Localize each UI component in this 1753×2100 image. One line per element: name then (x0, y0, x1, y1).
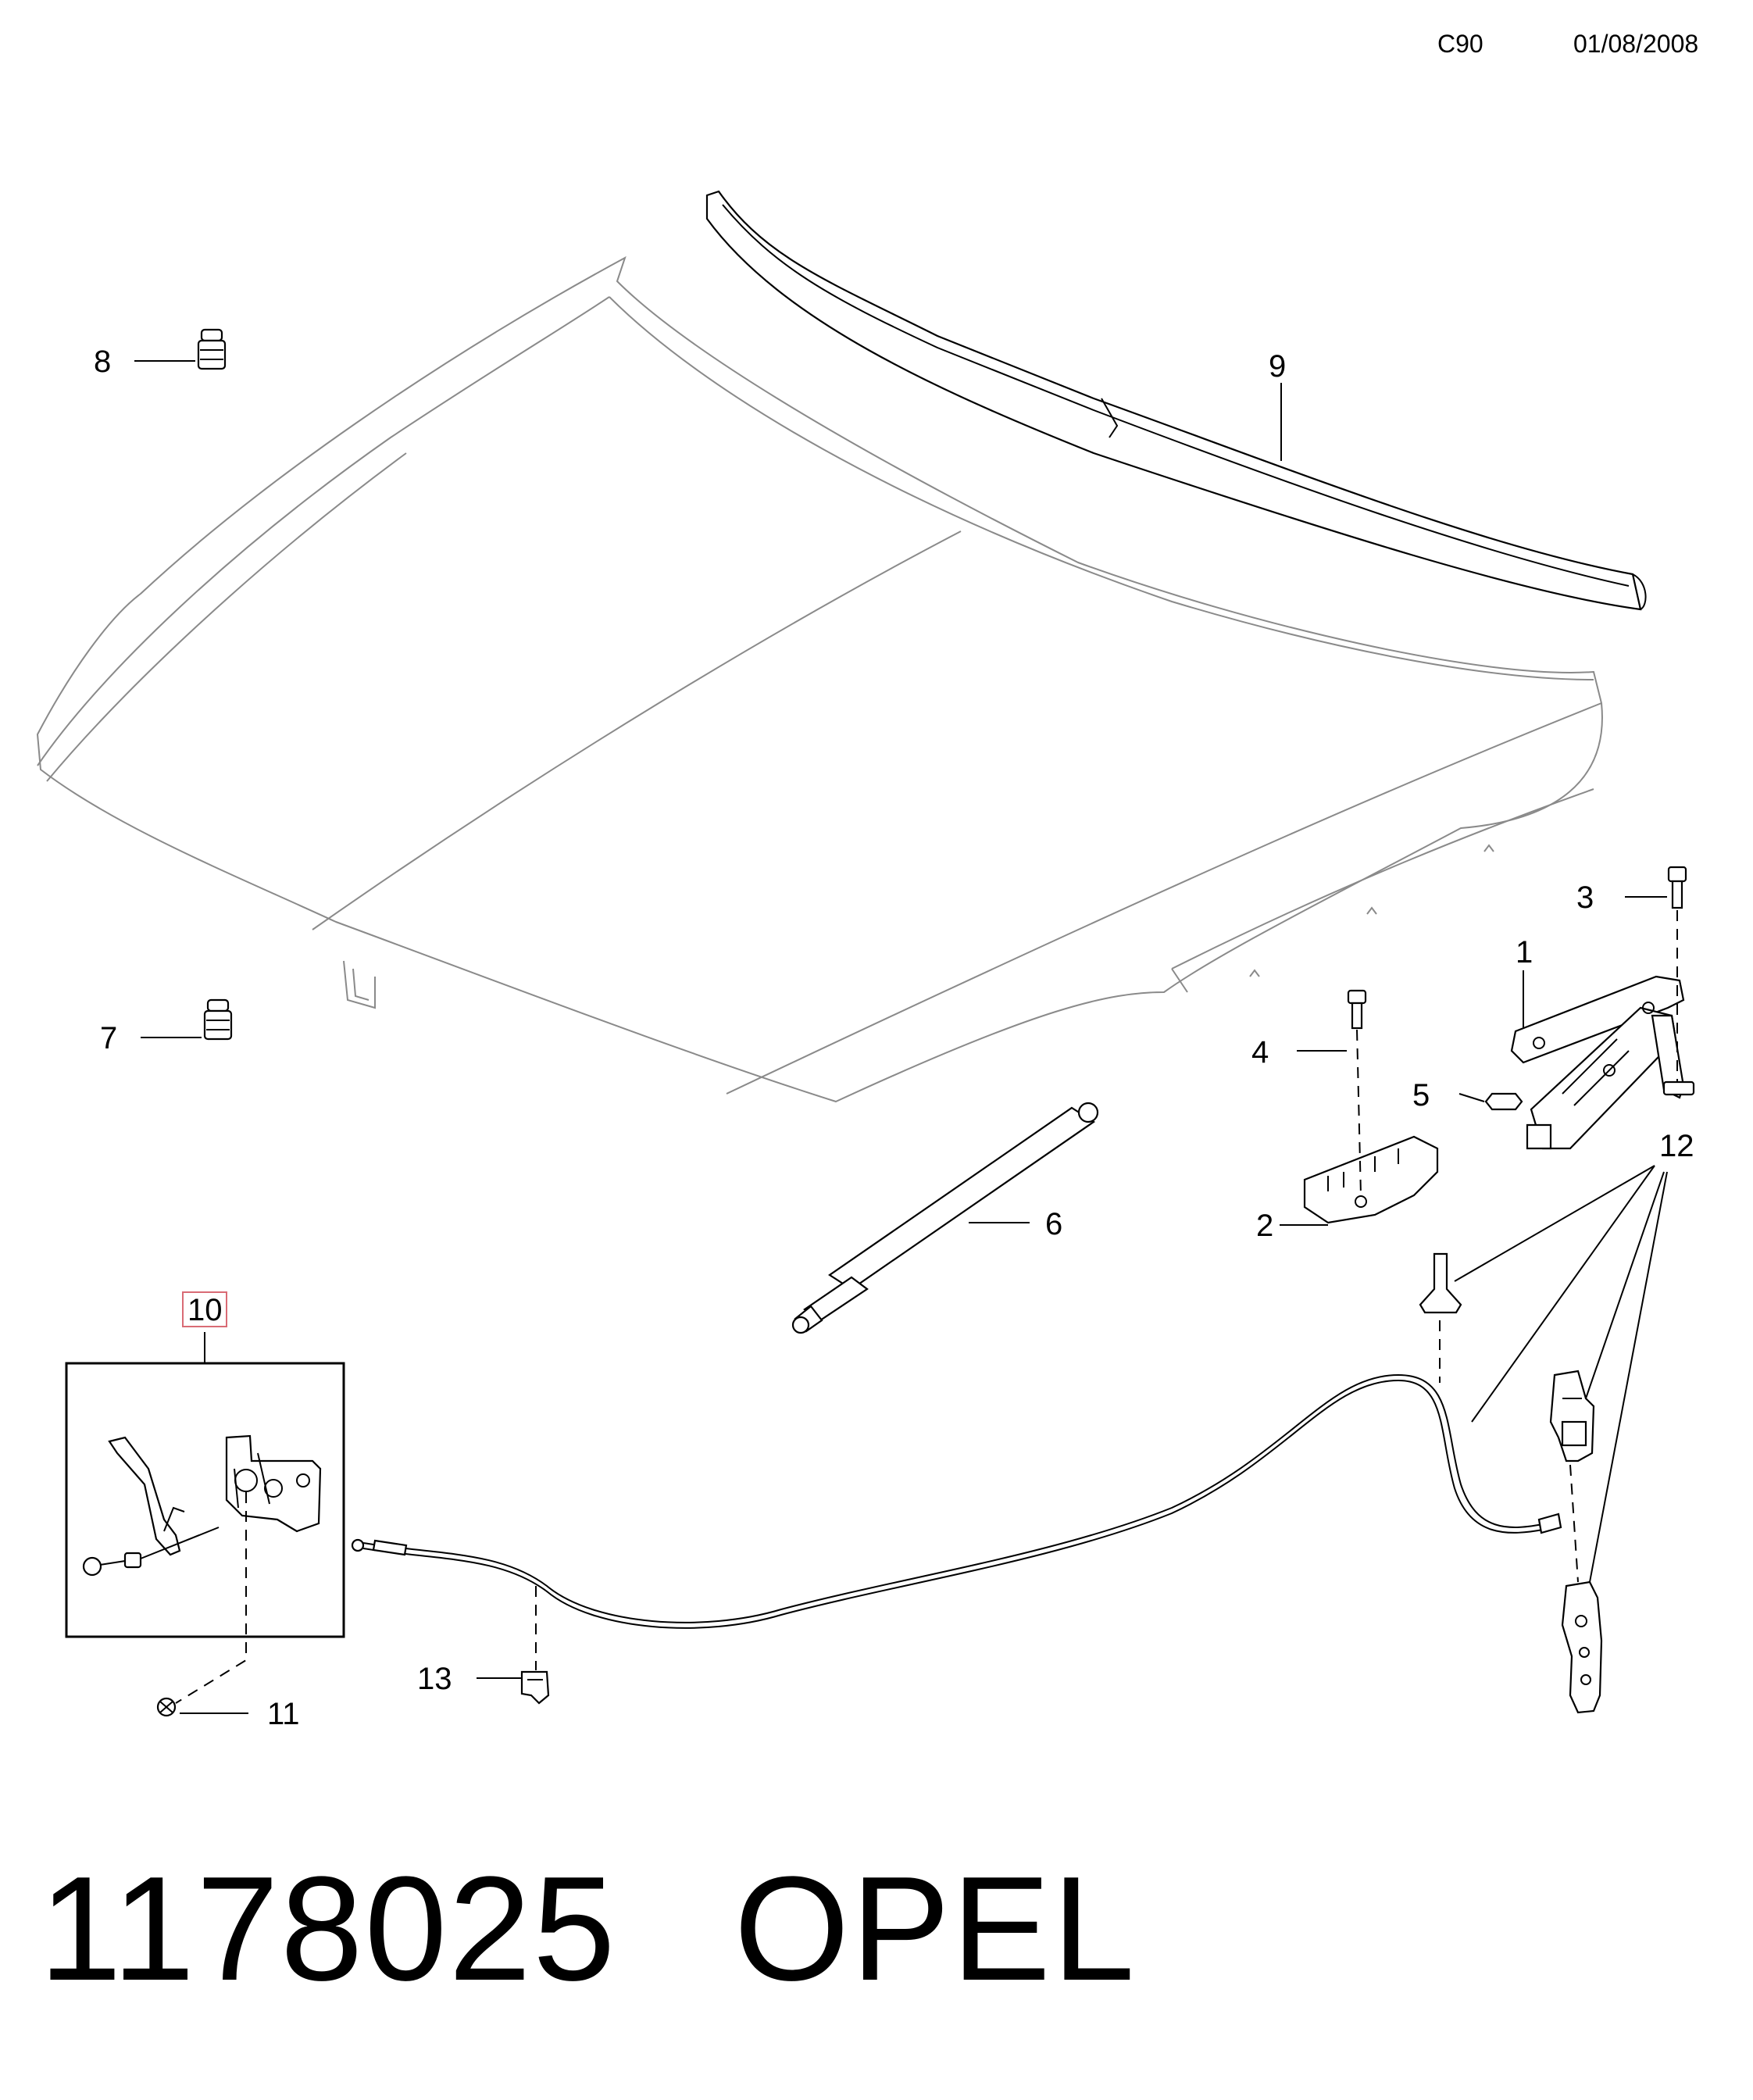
latch-assembly-box (65, 1362, 345, 1638)
callout-13: 13 (417, 1662, 452, 1696)
leader-lines (134, 360, 1668, 1714)
part-title: 1178025 OPEL (39, 1844, 1137, 2014)
hood-hinge (1510, 975, 1695, 1150)
gas-strut (791, 1102, 1099, 1334)
callout-1: 1 (1516, 935, 1533, 970)
callout-6: 6 (1045, 1207, 1062, 1241)
bumper-stop-lower (203, 998, 233, 1041)
callout-3: 3 (1576, 880, 1594, 915)
release-handle-parts (1419, 1252, 1603, 1714)
bumper-stop-upper (197, 328, 227, 370)
hood-seal-strip (705, 190, 1647, 611)
latch-bolt (156, 1697, 177, 1717)
hinge-nut (1484, 1092, 1523, 1111)
callout-5: 5 (1412, 1078, 1430, 1112)
brand-name: OPEL (734, 1846, 1137, 2012)
release-cable (351, 1373, 1562, 1629)
callout-2: 2 (1256, 1209, 1273, 1243)
callout-9: 9 (1269, 349, 1286, 384)
catalog-code: C90 (1437, 30, 1483, 58)
hinge-bolt (1667, 866, 1687, 909)
catalog-date: 01/08/2008 (1573, 30, 1699, 58)
cable-clip (520, 1670, 550, 1705)
striker-bracket (1303, 1135, 1439, 1224)
callout-4: 4 (1251, 1035, 1269, 1070)
callout-7: 7 (100, 1021, 117, 1055)
callout-12: 12 (1659, 1129, 1694, 1163)
assembly-lines (175, 910, 1678, 1704)
callout-8: 8 (94, 345, 111, 379)
striker-bolt (1347, 989, 1367, 1030)
callout-10-highlight-box (182, 1291, 227, 1327)
callout-labels: 1 2 3 4 5 6 7 8 9 10 11 12 13 (94, 345, 1694, 1731)
hood-panel (36, 255, 1603, 1103)
callout-11: 11 (267, 1697, 300, 1731)
callout-10: 10 (187, 1293, 223, 1327)
part-number: 1178025 (39, 1846, 617, 2012)
